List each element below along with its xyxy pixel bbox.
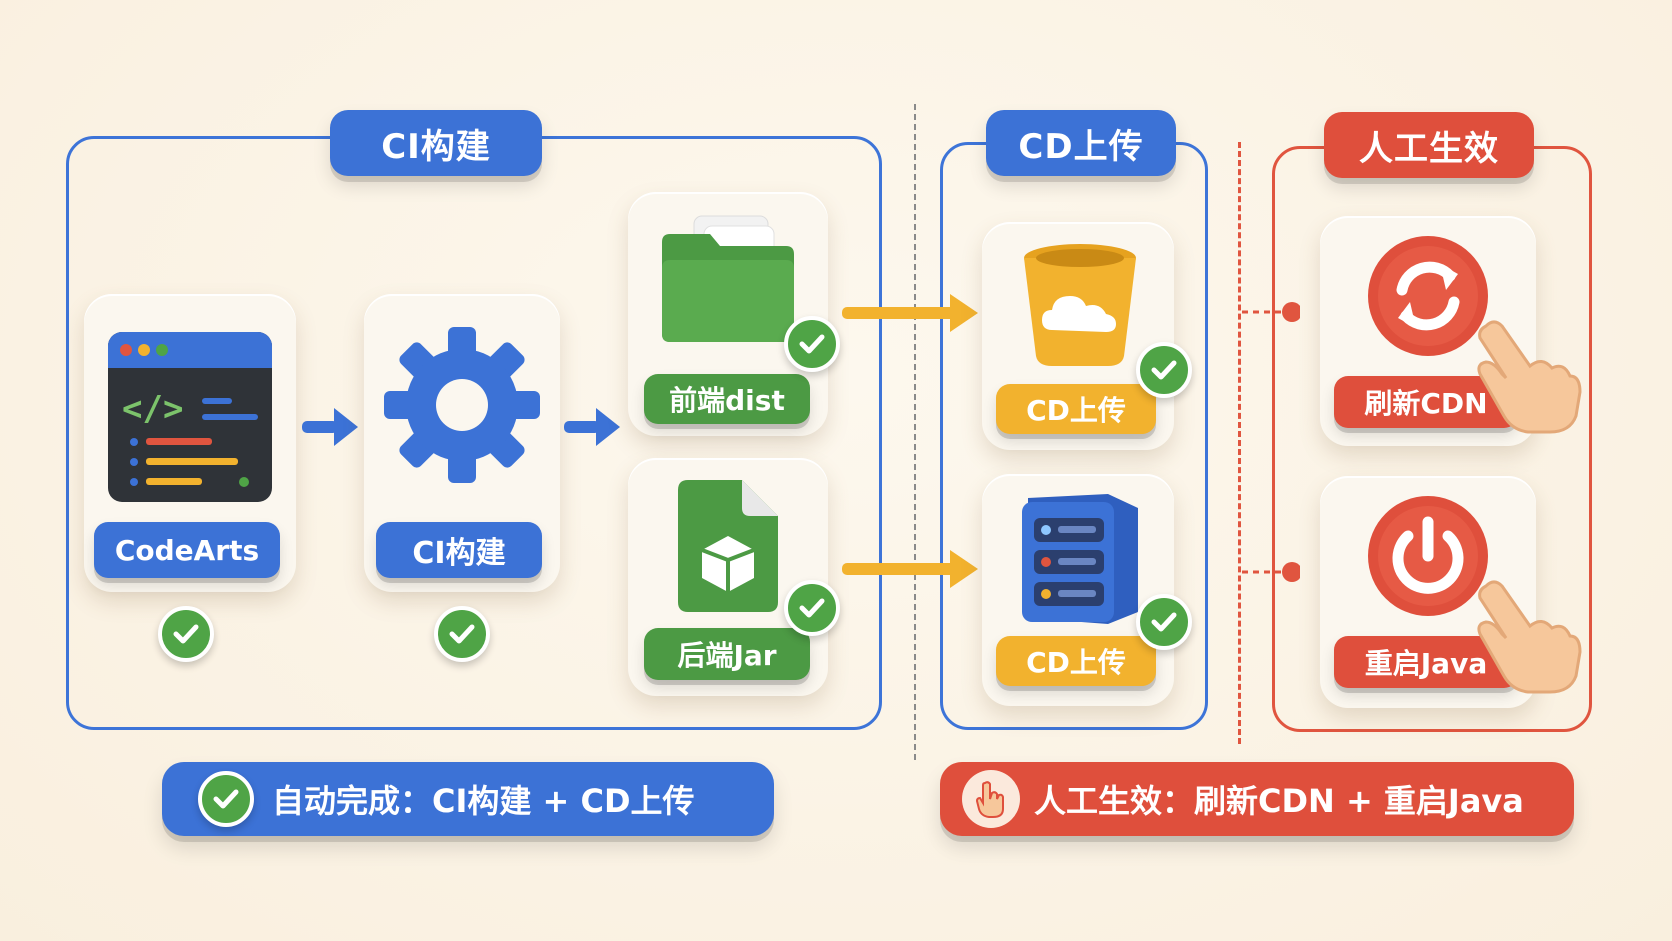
divider-dashed [914, 104, 916, 760]
connector-dot [1242, 302, 1300, 322]
backend-card: 后端Jar [628, 458, 828, 696]
check-icon [1136, 594, 1192, 650]
manual-section-title: 人工生效 [1324, 112, 1534, 178]
arrow-right-icon [564, 408, 620, 446]
folder-icon [662, 215, 794, 342]
cd-upload-card-1: CD上传 [982, 222, 1174, 450]
manual-banner-text: 人工生效：刷新CDN + 重启Java [1034, 782, 1524, 820]
arrow-right-icon [302, 408, 358, 446]
connector-dot [1242, 562, 1300, 582]
frontend-label: 前端dist [644, 374, 810, 424]
auto-banner: 自动完成：CI构建 + CD上传 [162, 762, 774, 836]
arrow-right-icon [842, 550, 978, 588]
jar-file-icon [678, 480, 778, 612]
cd-upload-label-2: CD上传 [996, 636, 1156, 686]
restart-java-label: 重启Java [1334, 636, 1518, 688]
server-icon [1022, 494, 1138, 624]
cd-section-title: CD上传 [986, 110, 1176, 176]
cd-upload-card-2: CD上传 [982, 474, 1174, 706]
frontend-card: 前端dist [628, 192, 828, 436]
check-icon [158, 606, 214, 662]
backend-label: 后端Jar [644, 628, 810, 680]
auto-banner-text: 自动完成：CI构建 + CD上传 [272, 782, 695, 820]
check-icon [784, 580, 840, 636]
hand-pointer-icon [1477, 580, 1582, 694]
codearts-card: </> CodeArts [84, 294, 296, 592]
refresh-cdn-label: 刷新CDN [1334, 376, 1518, 428]
arrow-right-icon [842, 294, 978, 332]
codearts-label: CodeArts [94, 522, 280, 578]
divider-red-dashed [1238, 142, 1241, 744]
code-window-icon: </> [108, 332, 272, 502]
check-icon [434, 606, 490, 662]
gear-icon [384, 327, 540, 483]
check-icon [784, 316, 840, 372]
power-icon [1368, 496, 1488, 616]
ci-section-title: CI构建 [330, 110, 542, 176]
hand-pointer-icon [1477, 320, 1582, 434]
manual-banner: 人工生效：刷新CDN + 重启Java [940, 762, 1574, 836]
check-icon [1136, 342, 1192, 398]
bucket-cloud-icon [1024, 244, 1136, 366]
ci-build-card: CI构建 [364, 294, 560, 592]
check-icon [198, 771, 254, 827]
refresh-icon [1368, 236, 1488, 356]
cd-upload-label-1: CD上传 [996, 384, 1156, 434]
svg-text:</>: </> [122, 389, 183, 429]
ci-build-label: CI构建 [376, 522, 542, 578]
hand-pointer-icon [962, 770, 1020, 828]
